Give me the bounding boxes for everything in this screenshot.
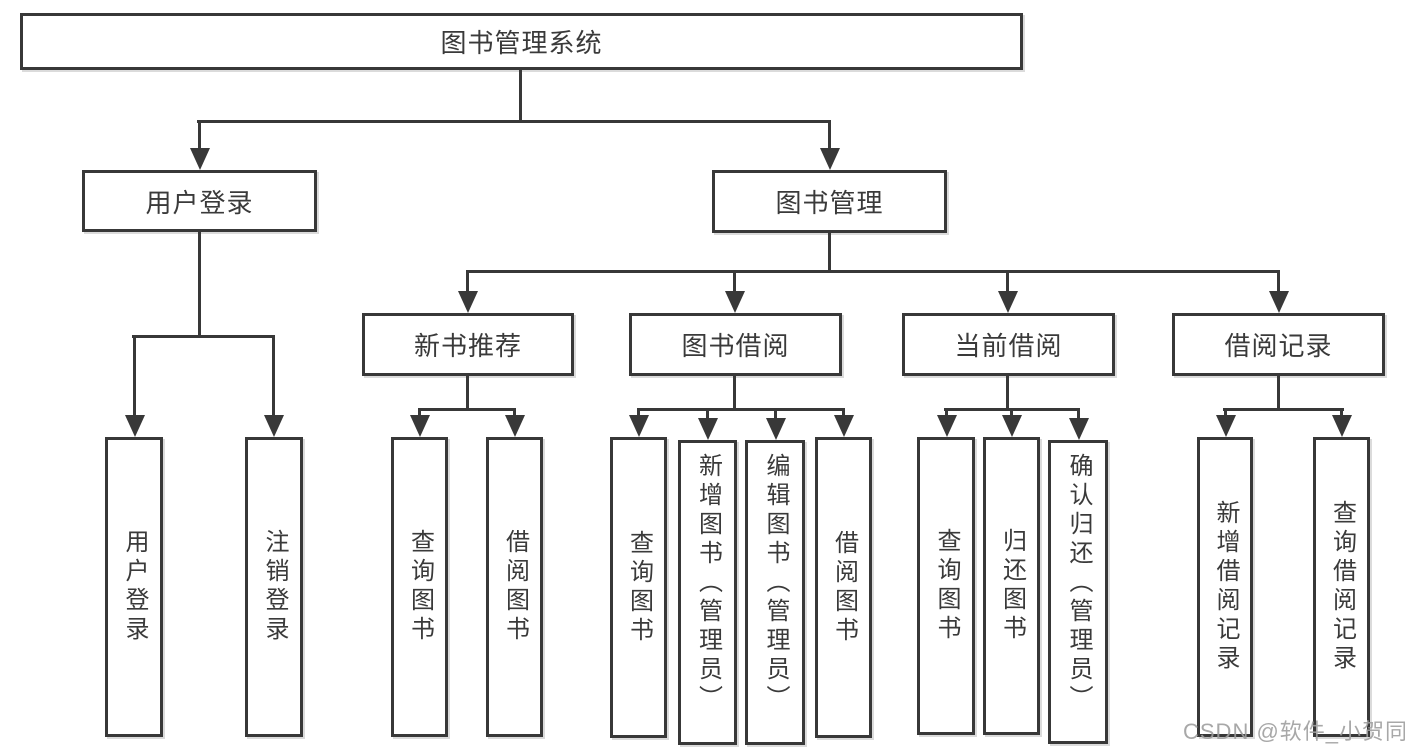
leaf-query-books-current: 查询图书	[917, 437, 975, 735]
connector-line	[828, 233, 831, 270]
arrow-down-icon	[945, 408, 948, 415]
arrow-down-icon	[1006, 270, 1009, 291]
leaf-query-books-recommend: 查询图书	[391, 437, 448, 737]
leaf-label: 注销登录	[261, 529, 288, 645]
connector-line	[132, 335, 274, 338]
leaf-return-books: 归还图书	[983, 437, 1040, 735]
leaf-label: 查询图书	[406, 529, 434, 645]
leaf-borrow-books-recommend: 借阅图书	[486, 437, 543, 737]
leaf-label: 查询图书	[625, 529, 653, 646]
arrow-down-icon	[1010, 408, 1013, 415]
node-book-management: 图书管理	[712, 170, 947, 233]
arrow-down-icon	[418, 408, 421, 415]
arrow-down-icon	[466, 270, 469, 291]
connector-line	[1277, 376, 1280, 408]
node-book-borrow: 图书借阅	[629, 313, 842, 376]
connector-line	[466, 270, 1280, 273]
connector-line	[637, 408, 845, 411]
arrow-down-icon	[272, 335, 275, 415]
arrow-down-icon	[774, 408, 777, 418]
leaf-query-books-borrow: 查询图书	[610, 437, 667, 738]
leaf-edit-books-admin: 编辑图书（管理员）	[745, 440, 805, 745]
arrow-down-icon	[1224, 408, 1227, 415]
leaf-label: 借阅图书	[830, 529, 858, 646]
csdn-watermark: CSDN @软件_小贺同学	[1183, 719, 1405, 744]
arrow-down-icon	[706, 408, 709, 418]
arrow-down-icon	[198, 120, 201, 148]
leaf-label: 借阅图书	[501, 529, 529, 645]
connector-line	[466, 376, 469, 408]
leaf-label: 新增图书（管理员）	[694, 453, 722, 714]
leaf-label: 用户登录	[121, 529, 148, 645]
node-new-book-recommend: 新书推荐	[362, 313, 574, 376]
connector-line	[197, 120, 831, 123]
node-user-login: 用户登录	[82, 170, 317, 232]
connector-line	[418, 408, 516, 411]
node-root: 图书管理系统	[20, 13, 1023, 70]
arrow-down-icon	[1077, 408, 1080, 418]
leaf-label: 确认归还（管理员）	[1065, 453, 1092, 714]
leaf-label: 编辑图书（管理员）	[762, 453, 789, 714]
arrow-down-icon	[513, 408, 516, 415]
leaf-add-borrow-record: 新增借阅记录	[1197, 437, 1253, 737]
leaf-logout: 注销登录	[245, 437, 303, 737]
arrow-down-icon	[842, 408, 845, 415]
arrow-down-icon	[733, 270, 736, 291]
leaf-borrow-books-borrow: 借阅图书	[815, 437, 872, 738]
leaf-confirm-return-admin: 确认归还（管理员）	[1048, 440, 1108, 744]
leaf-label: 归还图书	[998, 528, 1026, 644]
connector-line	[198, 232, 201, 335]
node-current-borrow: 当前借阅	[902, 313, 1115, 376]
arrow-down-icon	[1277, 270, 1280, 291]
leaf-query-borrow-record: 查询借阅记录	[1313, 437, 1370, 737]
connector-line	[1006, 376, 1009, 408]
arrow-down-icon	[1340, 408, 1343, 415]
connector-line	[519, 70, 522, 120]
leaf-label: 查询图书	[933, 528, 960, 644]
leaf-add-books-admin: 新增图书（管理员）	[678, 440, 737, 745]
leaf-label: 新增借阅记录	[1212, 500, 1239, 674]
arrow-down-icon	[133, 335, 136, 415]
node-borrow-records: 借阅记录	[1172, 313, 1385, 376]
arrow-down-icon	[637, 408, 640, 415]
leaf-label: 查询借阅记录	[1328, 500, 1356, 674]
connector-line	[733, 376, 736, 408]
connector-line	[1223, 408, 1344, 411]
arrow-down-icon	[828, 120, 831, 148]
leaf-user-login: 用户登录	[105, 437, 163, 737]
